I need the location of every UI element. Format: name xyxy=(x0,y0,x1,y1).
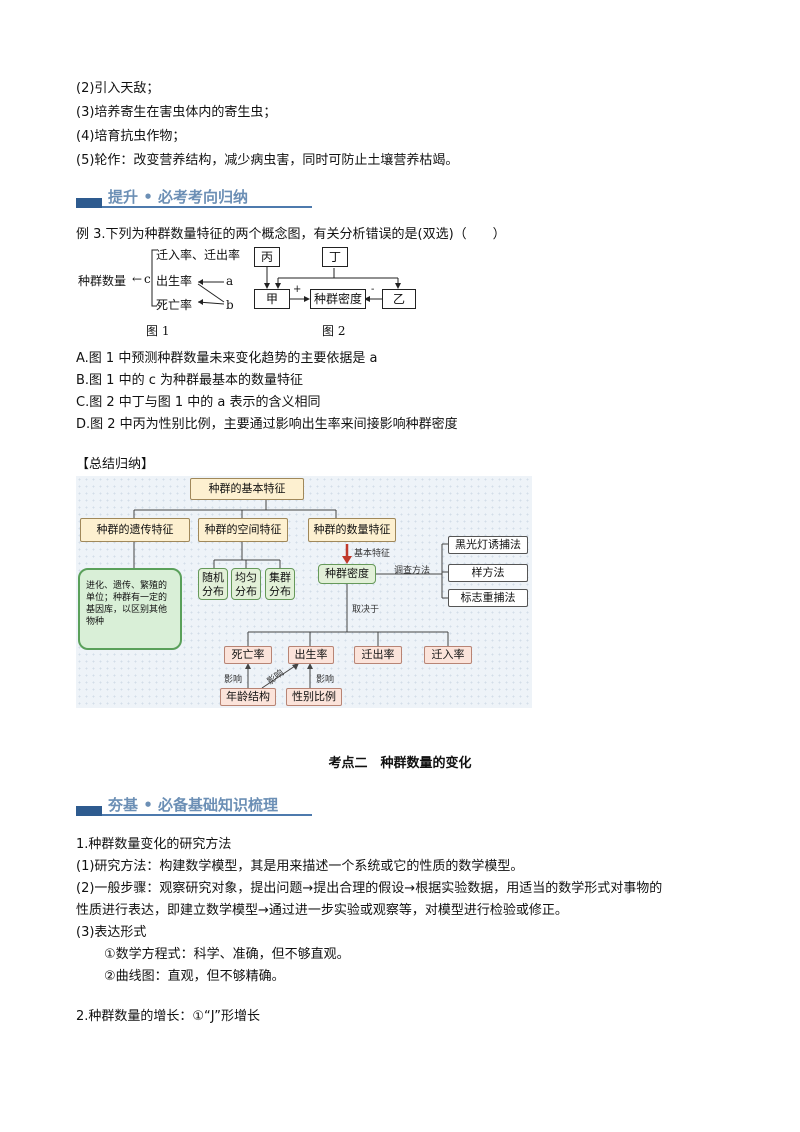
fig1-item: 迁入率、迁出率 xyxy=(156,248,241,262)
body-line: (3)表达形式 xyxy=(76,925,147,940)
summary-connectors xyxy=(133,500,449,689)
form-line: ②曲线图：直观，但不够精确。 xyxy=(104,969,285,984)
body-line: 性质进行表达，即建立数学模型→通过进一步实验或观察等，对模型进行检验或修正。 xyxy=(76,903,568,918)
affect-label: 影响 xyxy=(224,675,243,685)
decide-label: 取决于 xyxy=(352,605,380,615)
option-a: A.图 1 中预测种群数量未来变化趋势的主要依据是 a xyxy=(76,351,378,366)
method-quadrat: 样方法 xyxy=(448,564,528,582)
summary-quantity: 种群的数量特征 xyxy=(308,518,396,542)
fig2-ding-box: 丁 xyxy=(322,247,348,267)
summary-diagram: 种群的基本特征 种群的遗传特征 种群的空间特征 种群的数量特征 进化、遗传、繁殖… xyxy=(76,476,532,708)
method-mark-recapture: 标志重捕法 xyxy=(448,589,528,607)
option-d: D.图 2 中丙为性别比例，主要通过影响出生率来间接影响种群密度 xyxy=(76,417,458,432)
banner-bar-icon xyxy=(76,806,102,816)
banner-bar-icon xyxy=(76,198,102,208)
body-line: 1.种群数量变化的研究方法 xyxy=(76,837,232,852)
fig1-item: 出生率 xyxy=(156,274,193,288)
banner-title: 提升 • 必考考向归纳 xyxy=(108,188,249,206)
fig1-arrows xyxy=(197,279,225,305)
summary-heading: 【总结归纳】 xyxy=(76,457,155,472)
figure-2: 丙 丁 甲 种群密度 乙 + - 图 2 xyxy=(250,244,430,338)
survey-label: 调查方法 xyxy=(394,566,431,576)
method-blacklight: 黑光灯诱捕法 xyxy=(448,536,528,554)
summary-spatial: 种群的空间特征 xyxy=(198,518,288,542)
fig2-jia-box: 甲 xyxy=(254,289,290,309)
fig1-bracket xyxy=(151,249,157,307)
example-question: 例 3.下列为种群数量特征的两个概念图，有关分析错误的是(双选)（ ） xyxy=(76,227,506,242)
section-banner: 夯基 • 必备基础知识梳理 xyxy=(76,794,312,818)
summary-genetic: 种群的遗传特征 xyxy=(80,518,190,542)
rate-immigration: 迁入率 xyxy=(424,646,472,664)
spatial-clumped: 集群分布 xyxy=(265,568,295,600)
body-line: (1)研究方法：构建数学模型，其是用来描述一个系统或它的性质的数学模型。 xyxy=(76,859,524,874)
spatial-random: 随机分布 xyxy=(198,568,228,600)
fig2-yi-box: 乙 xyxy=(382,289,416,309)
banner-title: 夯基 • 必备基础知识梳理 xyxy=(108,796,279,814)
body-line: 2.种群数量的增长：①“J”形增长 xyxy=(76,1009,260,1024)
summary-genetic-desc: 进化、遗传、繁殖的单位；种群有一定的基因库，以区别其他物种 xyxy=(78,568,182,650)
fig1-a-label: a xyxy=(226,274,234,288)
fig1-c-label: c xyxy=(144,272,151,286)
section-banner: 提升 • 必考考向归纳 xyxy=(76,186,312,210)
rate-death: 死亡率 xyxy=(224,646,272,664)
rate-emigration: 迁出率 xyxy=(354,646,402,664)
age-structure: 年龄结构 xyxy=(220,688,276,706)
fig1-root: 种群数量 xyxy=(78,274,127,288)
body-line: (2)一般步骤：观察研究对象，提出问题→提出合理的假设→根据实验数据，用适当的数… xyxy=(76,881,663,896)
sex-ratio: 性别比例 xyxy=(286,688,342,706)
banner-underline xyxy=(102,206,312,208)
intro-line: (2)引入天敌； xyxy=(76,81,160,96)
spatial-uniform: 均匀分布 xyxy=(231,568,261,600)
fig2-minus-sign: - xyxy=(371,284,375,295)
fig1-b-label: b xyxy=(226,298,234,312)
summary-root: 种群的基本特征 xyxy=(190,478,304,500)
fig1-caption: 图 1 xyxy=(146,324,170,338)
banner-underline xyxy=(102,814,312,816)
intro-line: (3)培养寄生在害虫体内的寄生虫； xyxy=(76,105,277,120)
figure-1: 种群数量 ← c 迁入率、迁出率 出生率 死亡率 a b 图 1 xyxy=(76,246,276,338)
option-b: B.图 1 中的 c 为种群最基本的数量特征 xyxy=(76,373,303,388)
fig2-center-box: 种群密度 xyxy=(310,289,366,309)
fig2-plus-sign: + xyxy=(293,284,302,295)
fig2-bing-box: 丙 xyxy=(254,247,280,267)
intro-line: (5)轮作：改变营养结构，减少病虫害，同时可防止土壤营养枯竭。 xyxy=(76,153,459,168)
rate-birth: 出生率 xyxy=(288,646,334,664)
fig1-item: 死亡率 xyxy=(156,298,193,312)
option-c: C.图 2 中丁与图 1 中的 a 表示的含义相同 xyxy=(76,395,321,410)
summary-density: 种群密度 xyxy=(318,564,376,584)
fig2-caption: 图 2 xyxy=(322,324,346,338)
form-line: ①数学方程式：科学、准确，但不够直观。 xyxy=(104,947,350,962)
basic-label: 基本特征 xyxy=(354,549,391,559)
fig2-arrows xyxy=(264,266,401,302)
section-title: 考点二 种群数量的变化 xyxy=(328,756,472,771)
affect-label: 影响 xyxy=(316,675,335,685)
intro-line: (4)培育抗虫作物； xyxy=(76,129,186,144)
